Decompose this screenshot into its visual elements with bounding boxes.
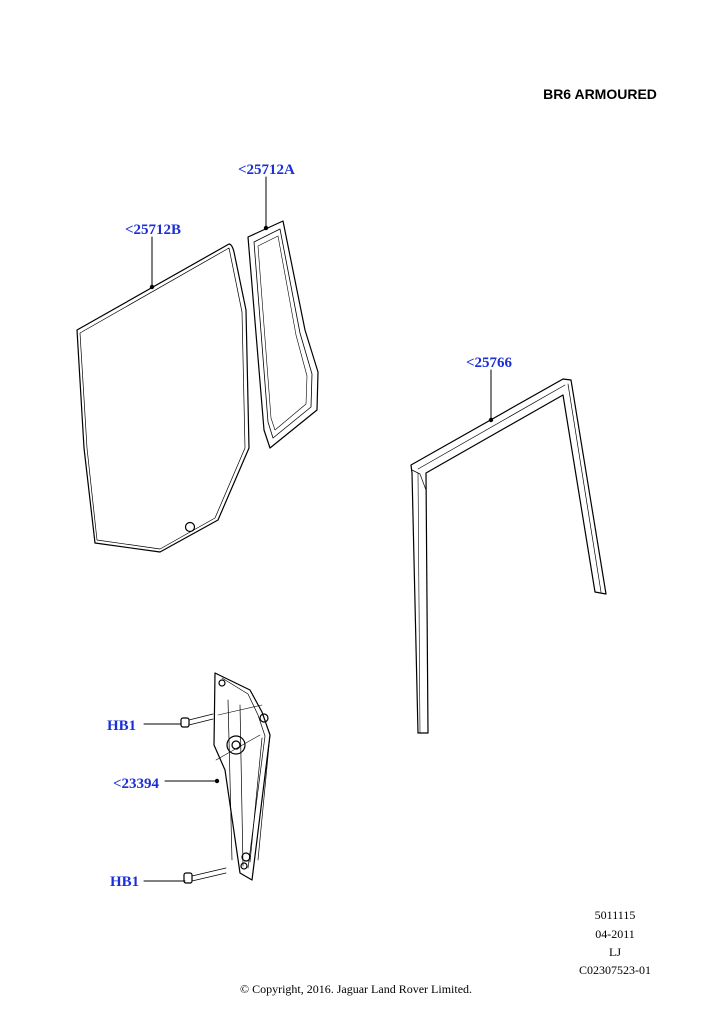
callout-glass-run[interactable]: <25766 <box>466 355 513 371</box>
bolt-bottom-part <box>183 867 227 884</box>
meta-illustration-number: 5011115 <box>594 908 636 922</box>
leader-dots <box>149 225 494 784</box>
leader-lines <box>143 176 492 882</box>
callout-bolt-top[interactable]: HB1 <box>107 718 137 734</box>
quarter-glass-part <box>247 220 319 449</box>
callout-bolt-bottom[interactable]: HB1 <box>110 874 140 890</box>
callout-door-glass[interactable]: <25712B <box>125 222 182 238</box>
glass-run-part <box>410 378 607 734</box>
door-glass-part <box>76 243 250 553</box>
meta-date: 04-2011 <box>595 927 635 941</box>
callout-regulator[interactable]: <23394 <box>113 776 160 792</box>
bolt-top-part <box>180 713 214 728</box>
callout-quarter-glass[interactable]: <25712A <box>238 162 295 178</box>
meta-drawing-code: C02307523-01 <box>579 963 651 977</box>
diagram-heading: BR6 ARMOURED <box>543 86 657 102</box>
meta-model-code: LJ <box>609 945 621 959</box>
window-regulator-part <box>213 672 271 881</box>
copyright-notice: © Copyright, 2016. Jaguar Land Rover Lim… <box>239 982 473 996</box>
